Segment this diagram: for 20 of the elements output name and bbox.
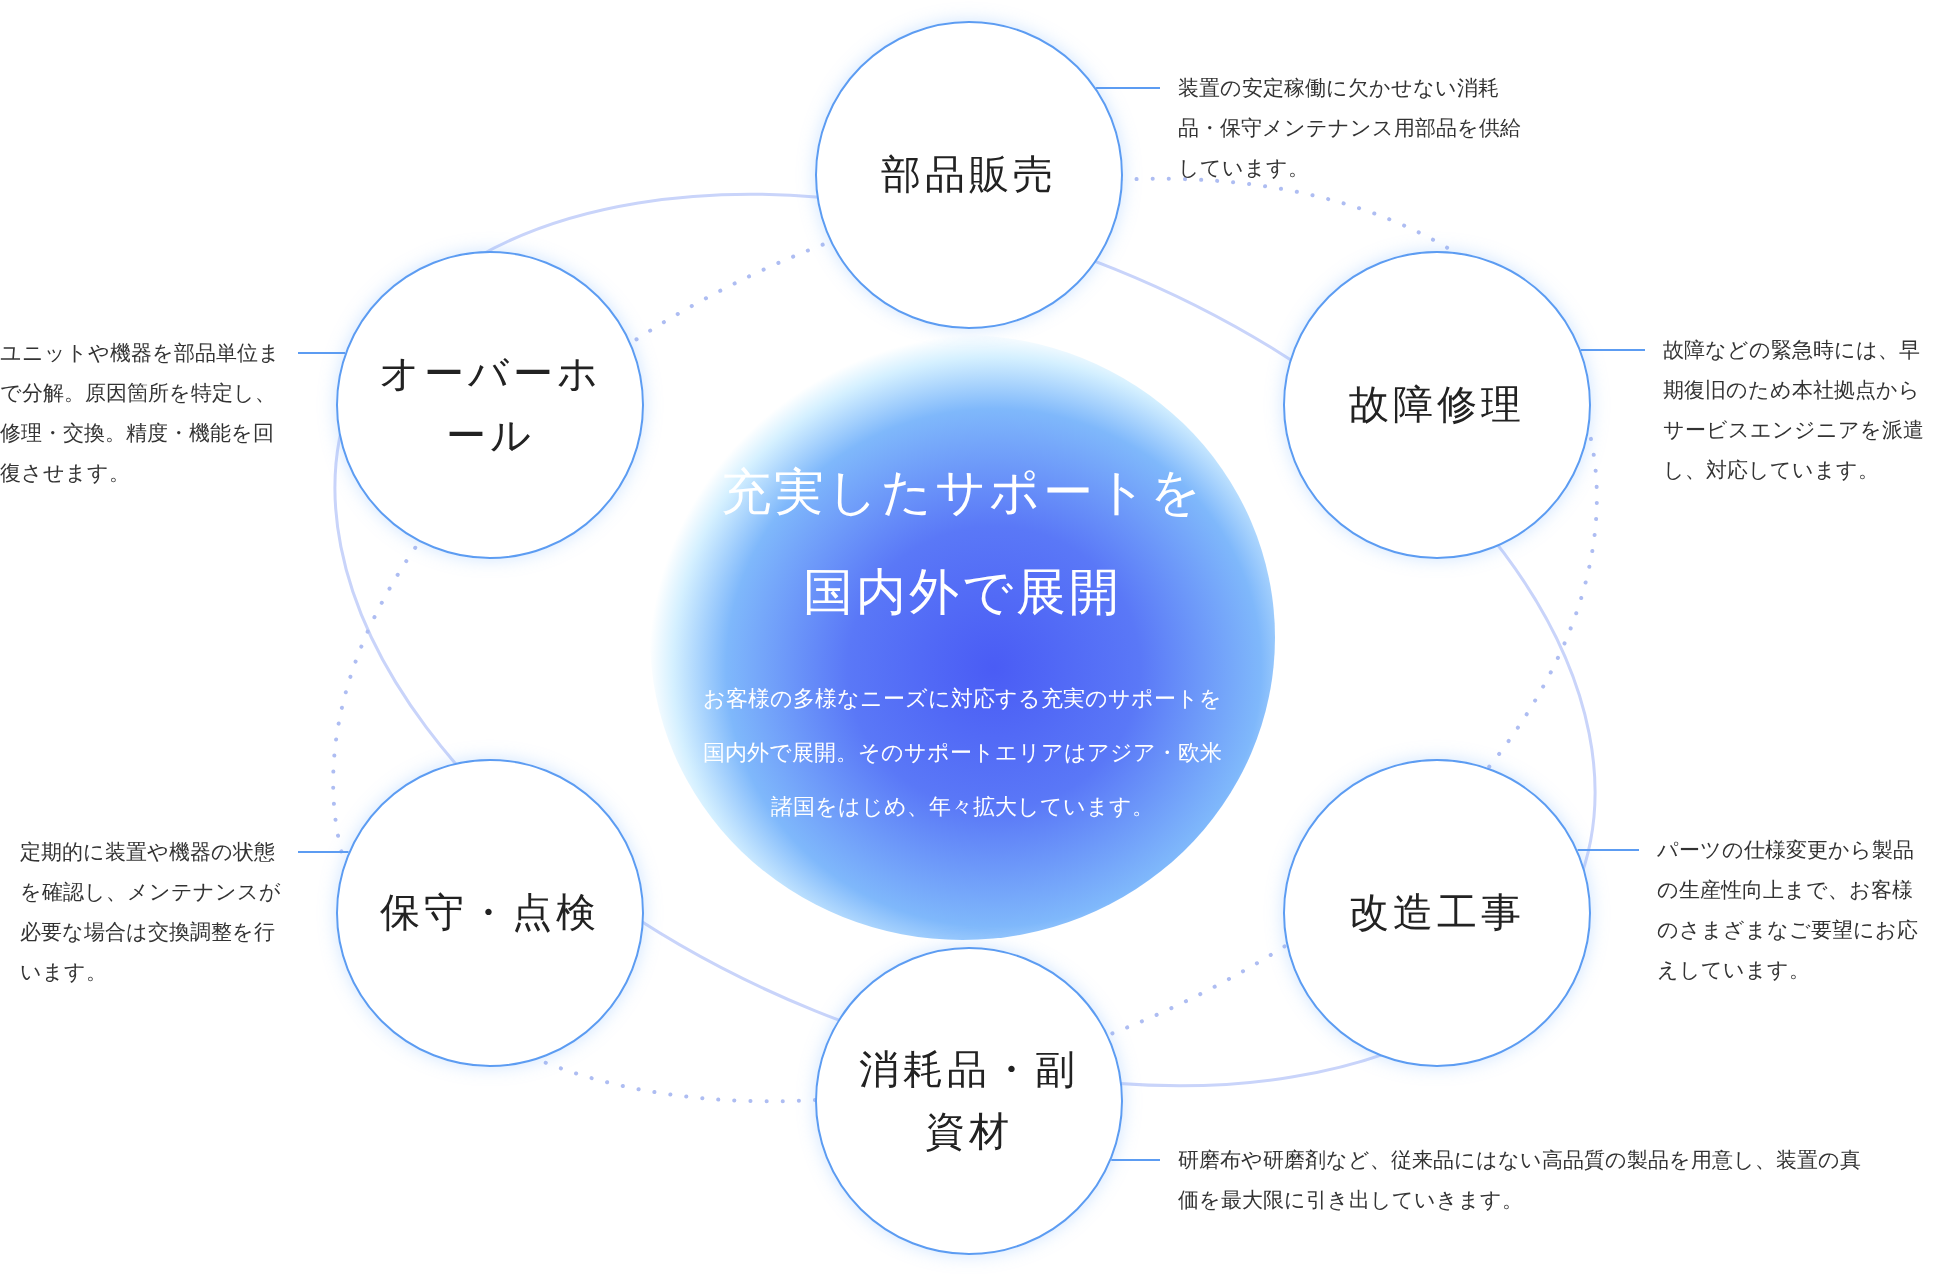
service-title: 改造工事 [1348, 889, 1526, 937]
leader-line [1576, 849, 1640, 851]
service-title: 保守・点検 [379, 889, 601, 937]
description-text: 装置の安定稼働に欠かせない消耗品・保守メンテナンス用部品を供給しています。 [1178, 68, 1528, 188]
center-description: お客様の多様なニーズに対応する充実のサポートを国内外で展開。そのサポートエリアはアジア・欧米諸国をはじめ、年々拡大しています。 [702, 684, 1223, 821]
description-text: パーツの仕様変更から製品の生産性向上まで、お客様のさまざまなご要望にお応えしています。 [1657, 830, 1934, 990]
description-text: 定期的に装置や機器の状態を確認し、メンテナンスが必要な場合は交換調整を行います。 [20, 832, 290, 992]
description-text: 故障などの緊急時には、早期復旧のため本社拠点からサービスエンジニアを派遣し、対応しています。 [1663, 330, 1934, 490]
service-title: 部品販売 [880, 151, 1058, 199]
description-text: 研磨布や研磨剤など、従来品にはない高品質の製品を用意し、装置の真価を最大限に引き出していきます。 [1178, 1140, 1878, 1220]
leader-line [1110, 1159, 1161, 1161]
leader-line [1579, 349, 1646, 351]
center-heading: 充実したサポートを国内外で展開 [720, 462, 1205, 622]
leader-line [297, 851, 350, 853]
service-title: 故障修理 [1348, 381, 1526, 429]
leader-line [297, 352, 347, 354]
description-text: ユニットや機器を部品単位まで分解。原因箇所を特定し、修理・交換。精度・機能を回復させます。 [0, 333, 290, 493]
service-title: オーバーホール [377, 350, 603, 460]
leader-line [1095, 87, 1161, 89]
service-title: 消耗品・副資材 [858, 1046, 1080, 1156]
